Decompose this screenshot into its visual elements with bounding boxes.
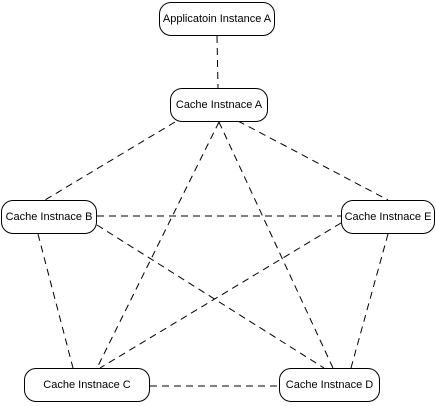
node-label: Applicatoin Instance A: [162, 13, 272, 25]
node-label: Cache Instnace C: [43, 379, 131, 391]
edge-a-e: [237, 120, 389, 201]
node-label: Cache Instnace D: [285, 379, 374, 391]
edge-a-c: [96, 121, 220, 369]
node-cache-instance-e: Cache Instnace E: [341, 200, 435, 234]
edge-b-d: [96, 224, 325, 369]
node-cache-instance-d: Cache Instnace D: [279, 368, 380, 402]
node-cache-instance-b: Cache Instnace B: [1, 200, 97, 234]
edge-a-d: [218, 121, 334, 369]
node-label: Cache Instnace E: [344, 211, 432, 223]
edge-app-a: [216, 35, 219, 89]
edge-b-c: [37, 233, 74, 369]
node-application-instance-a: Applicatoin Instance A: [159, 2, 275, 36]
node-cache-instance-a: Cache Instnace A: [170, 88, 268, 122]
node-label: Cache Instnace A: [175, 99, 263, 111]
edge-a-b: [44, 121, 176, 201]
node-label: Cache Instnace B: [5, 211, 93, 223]
edge-e-c: [99, 222, 342, 369]
node-cache-instance-c: Cache Instnace C: [24, 368, 150, 402]
edge-e-d: [350, 233, 389, 369]
